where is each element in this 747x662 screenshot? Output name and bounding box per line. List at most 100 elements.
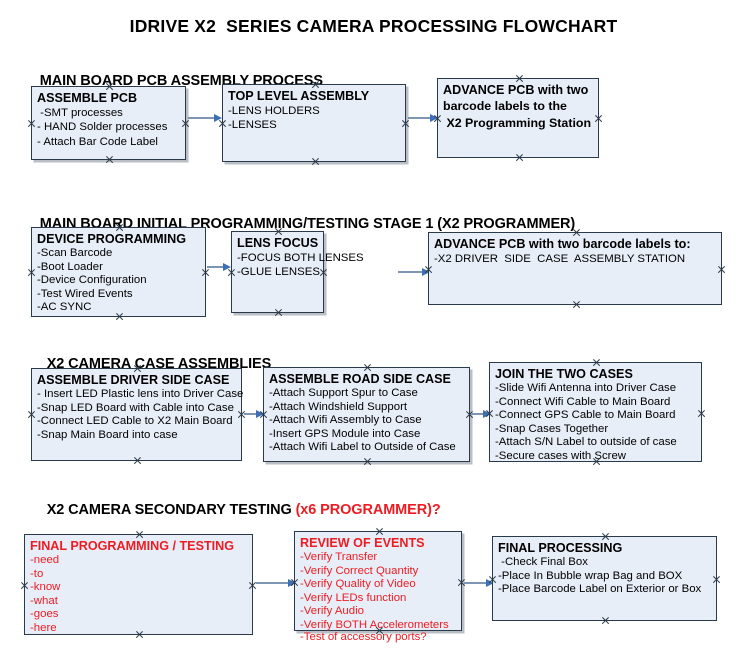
node-line: -Snap LED Board with Cable into Case	[37, 401, 234, 414]
connection-handle-bottom[interactable]	[133, 456, 142, 465]
node-top-level-assembly[interactable]: TOP LEVEL ASSEMBLY -LENS HOLDERS -LENSES	[222, 84, 406, 162]
connection-handle-left[interactable]	[20, 581, 29, 590]
arrow-shaft	[398, 271, 423, 273]
connection-handle-left[interactable]	[290, 578, 299, 587]
connection-handle-bottom[interactable]	[274, 308, 283, 317]
node-line: -Verify Quality of Video	[300, 578, 416, 591]
connection-handle-left[interactable]	[27, 119, 36, 128]
node-line: -Connect LED Cable to X2 Main Board	[37, 415, 233, 428]
node-join-the-two-cases[interactable]: JOIN THE TWO CASES -Slide Wifi Antenna i…	[489, 362, 702, 462]
connection-handle-right[interactable]	[697, 409, 706, 418]
connection-handle-left[interactable]	[488, 575, 497, 584]
arrow-shaft	[207, 266, 224, 268]
node-final-processing[interactable]: FINAL PROCESSING -Check Final Box -Place…	[492, 536, 717, 621]
node-line: -Boot Loader	[37, 260, 103, 273]
node-title: ADVANCE PCB with two	[443, 83, 589, 97]
arrow-shaft	[256, 582, 289, 584]
node-line: -FOCUS BOTH LENSES	[237, 252, 364, 264]
connection-handle-right[interactable]	[201, 268, 210, 277]
node-line: -Secure cases with Screw	[495, 449, 627, 462]
arrow-connector	[471, 409, 491, 419]
node-title: DEVICE PROGRAMMING	[37, 232, 187, 246]
connection-handle-left[interactable]	[227, 268, 236, 277]
node-title: FINAL PROCESSING	[498, 541, 623, 555]
connection-handle-right[interactable]	[457, 578, 466, 587]
connection-handle-top[interactable]	[592, 358, 601, 367]
connection-handle-left[interactable]	[27, 268, 36, 277]
connection-handle-bottom[interactable]	[311, 157, 320, 166]
node-title: ASSEMBLE DRIVER SIDE CASE	[37, 373, 230, 387]
arrow-head-icon	[223, 263, 231, 271]
node-line: -Connect GPS Cable to Main Board	[495, 409, 676, 422]
node-title: ASSEMBLE PCB	[37, 91, 138, 105]
node-line: -Snap Cases Together	[495, 422, 609, 435]
node-device-programming[interactable]: DEVICE PROGRAMMING -Scan Barcode -Boot L…	[31, 227, 206, 317]
section-heading-4-text: X2 CAMERA SECONDARY TESTING	[46, 502, 296, 518]
node-title: REVIEW OF EVENTS	[300, 536, 425, 550]
connection-handle-right[interactable]	[712, 575, 721, 584]
node-line: -Connect Wifi Cable to Main Board	[495, 395, 671, 408]
node-line: -Place In Bubble wrap Bag and BOX	[498, 569, 683, 582]
node-advance-pcb-station[interactable]: ADVANCE PCB with two barcode labels to t…	[437, 78, 599, 158]
node-line: -to	[30, 567, 44, 580]
connection-handle-right[interactable]	[465, 410, 474, 419]
node-line: -Verify LEDs function	[300, 591, 407, 604]
node-title: ASSEMBLE ROAD SIDE CASE	[269, 372, 451, 386]
node-line: -Snap Main Board into case	[37, 428, 178, 441]
node-title: FINAL PROGRAMMING / TESTING	[30, 539, 235, 553]
node-line: -AC SYNC	[37, 301, 92, 314]
node-lens-focus[interactable]: LENS FOCUS -FOCUS BOTH LENSES -GLUE LENS…	[231, 231, 364, 313]
connection-handle-right[interactable]	[717, 265, 726, 274]
arrow-connector	[244, 409, 264, 419]
node-line: barcode labels to the	[443, 99, 567, 113]
connection-handle-left[interactable]	[485, 409, 494, 418]
connection-handle-left[interactable]	[218, 119, 227, 128]
connection-handle-top[interactable]	[515, 74, 524, 83]
node-line: -Verify Transfer	[300, 551, 378, 563]
connection-handle-right[interactable]	[248, 581, 257, 590]
node-assemble-road-side-case[interactable]: ASSEMBLE ROAD SIDE CASE -Attach Support …	[263, 367, 470, 462]
connection-handle-left[interactable]	[27, 410, 36, 419]
node-title: JOIN THE TWO CASES	[495, 367, 633, 381]
node-line: -Attach Windshield Support	[269, 400, 408, 413]
node-line: -Attach S/N Label to outside of case	[495, 436, 677, 449]
connection-handle-right[interactable]	[319, 268, 328, 277]
node-assemble-driver-side-case[interactable]: ASSEMBLE DRIVER SIDE CASE - Insert LED P…	[31, 368, 243, 461]
node-line: - Attach Bar Code Label	[37, 135, 158, 148]
node-line: -Verify Correct Quantity	[300, 564, 419, 577]
arrow-connector	[398, 267, 430, 277]
node-overflow-line: -Test of accessory ports?	[300, 631, 427, 644]
connection-handle-right[interactable]	[181, 119, 190, 128]
connection-handle-top[interactable]	[601, 532, 610, 541]
connection-handle-left[interactable]	[433, 114, 442, 123]
arrow-shaft	[408, 117, 431, 119]
connection-handle-right[interactable]	[401, 119, 410, 128]
connection-handle-right[interactable]	[594, 114, 603, 123]
node-title: LENS FOCUS	[237, 236, 319, 250]
node-review-of-events[interactable]: REVIEW OF EVENTS -Verify Transfer -Verif…	[294, 531, 462, 643]
node-line: -Test Wired Events	[37, 287, 133, 300]
connection-handle-bottom[interactable]	[515, 153, 524, 162]
connection-handle-right[interactable]	[237, 410, 246, 419]
node-line: -SMT processes	[37, 107, 123, 119]
connection-handle-top[interactable]	[363, 363, 372, 372]
node-assemble-pcb[interactable]: ASSEMBLE PCB -SMT processes - HAND Solde…	[31, 86, 186, 160]
connection-handle-bottom[interactable]	[363, 457, 372, 466]
arrow-connector	[207, 262, 231, 272]
arrow-connector	[464, 578, 494, 588]
node-final-programming-testing[interactable]: FINAL PROGRAMMING / TESTING -need -to -k…	[24, 534, 253, 635]
connection-handle-left[interactable]	[424, 265, 433, 274]
node-advance-pcb-driver-side[interactable]: ADVANCE PCB with two barcode labels to: …	[428, 232, 722, 305]
node-line: -Place Barcode Label on Exterior or Box	[498, 583, 702, 596]
arrow-connector	[188, 113, 222, 123]
connection-handle-bottom[interactable]	[105, 155, 114, 164]
connection-handle-bottom[interactable]	[572, 300, 581, 309]
node-line: -here	[30, 621, 57, 634]
node-line: X2 Programming Station	[443, 116, 592, 130]
connection-handle-bottom[interactable]	[601, 616, 610, 625]
node-line: -GLUE LENSES	[237, 266, 320, 279]
node-line: -Slide Wifi Antenna into Driver Case	[495, 382, 677, 394]
connection-handle-left[interactable]	[259, 410, 268, 419]
arrow-connector	[256, 578, 296, 588]
